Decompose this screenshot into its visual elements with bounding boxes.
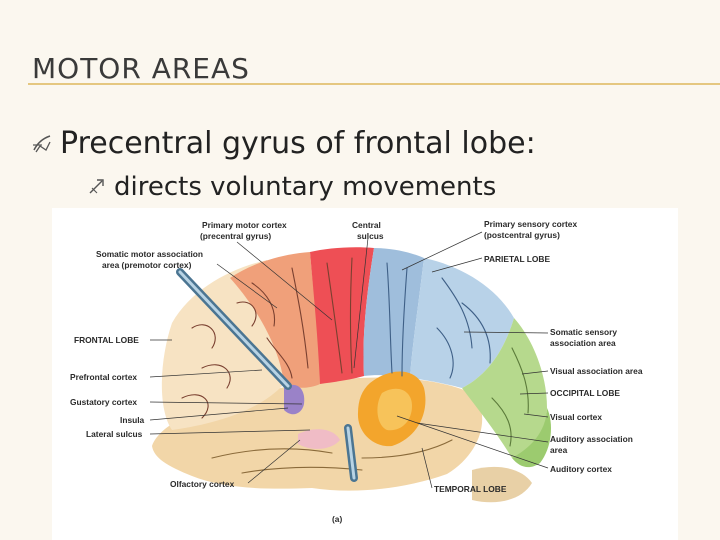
slide-title: MOTOR AREAS <box>32 52 250 85</box>
bullet-level-2: directs voluntary movements <box>88 172 496 202</box>
label-somatic-motor-association: Somatic motor association <box>96 249 203 259</box>
label-somatic-sensory-association: Somatic sensory <box>550 327 617 337</box>
label-central-sulcus-sub: sulcus <box>357 231 384 241</box>
label-primary-motor-cortex-sub: (precentral gyrus) <box>200 231 271 241</box>
label-auditory-association-area-sub: area <box>550 445 568 455</box>
label-lateral-sulcus: Lateral sulcus <box>86 429 143 439</box>
label-somatic-sensory-association-sub: association area <box>550 338 616 348</box>
title-divider <box>28 83 720 85</box>
bullet-level-1: Precentral gyrus of frontal lobe: <box>30 126 536 161</box>
label-parietal-lobe: PARIETAL LOBE <box>484 254 550 264</box>
label-panel-a: (a) <box>332 514 342 524</box>
label-prefrontal-cortex: Prefrontal cortex <box>70 372 137 382</box>
arrow-bullet-icon <box>88 177 108 197</box>
label-visual-association-area: Visual association area <box>550 366 643 376</box>
label-primary-sensory-cortex-sub: (postcentral gyrus) <box>484 230 560 240</box>
label-primary-motor-cortex: Primary motor cortex <box>202 220 287 230</box>
bullet-text-1: Precentral gyrus of frontal lobe: <box>60 126 536 161</box>
brain-illustration: Primary motor cortex (precentral gyrus) … <box>52 208 678 540</box>
label-olfactory-cortex: Olfactory cortex <box>170 479 235 489</box>
curly-bullet-icon <box>30 132 54 156</box>
label-temporal-lobe: TEMPORAL LOBE <box>434 484 507 494</box>
brain-diagram: Primary motor cortex (precentral gyrus) … <box>52 208 678 540</box>
label-auditory-association-area: Auditory association <box>550 434 633 444</box>
bullet-text-2: directs voluntary movements <box>114 172 496 202</box>
label-occipital-lobe: OCCIPITAL LOBE <box>550 388 620 398</box>
label-auditory-cortex: Auditory cortex <box>550 464 612 474</box>
label-frontal-lobe: FRONTAL LOBE <box>74 335 139 345</box>
label-gustatory-cortex: Gustatory cortex <box>70 397 137 407</box>
label-central-sulcus: Central <box>352 220 381 230</box>
label-somatic-motor-association-sub: area (premotor cortex) <box>102 260 192 270</box>
label-insula: Insula <box>120 415 145 425</box>
label-primary-sensory-cortex: Primary sensory cortex <box>484 219 577 229</box>
label-visual-cortex: Visual cortex <box>550 412 602 422</box>
